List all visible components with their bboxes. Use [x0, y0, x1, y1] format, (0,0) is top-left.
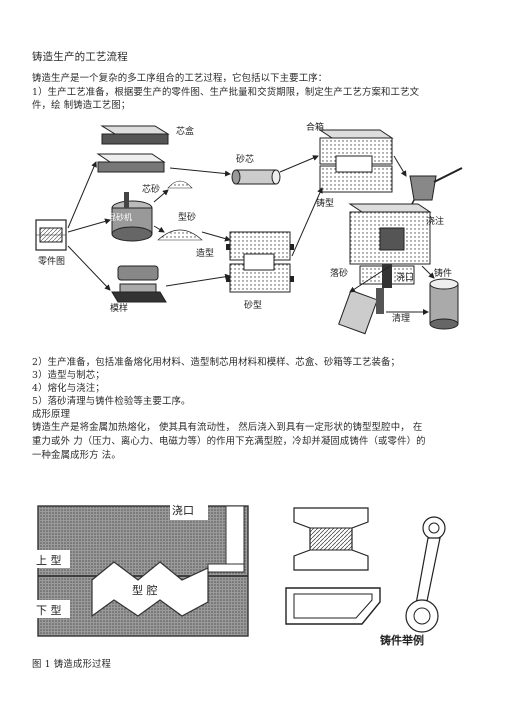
label-molding-sand: 型砂 — [178, 211, 196, 223]
label-gate-cup: 浇口 — [172, 504, 194, 517]
step-3: 3）造型与制芯； — [32, 370, 105, 381]
core-box-figure — [96, 125, 170, 173]
assembled-mold-figure — [318, 129, 394, 193]
cleaning-figure — [338, 288, 384, 335]
label-shakeout: 落砂 — [330, 267, 348, 279]
label-core: 砂芯 — [236, 153, 254, 165]
label-core-sand: 芯砂 — [142, 183, 160, 195]
flow-arrows — [67, 155, 435, 315]
sand-mixer-figure — [111, 192, 153, 242]
label-pouring: 浇注 — [426, 215, 444, 227]
core-sand-pile — [167, 180, 193, 189]
label-pattern: 模样 — [110, 302, 128, 314]
label-cleaning: 清理 — [392, 312, 410, 324]
label-box-close: 合箱 — [306, 121, 324, 133]
pattern-figure — [111, 265, 167, 303]
connecting-rod-casting — [405, 516, 446, 633]
principle-heading: 成形原理 — [32, 409, 71, 420]
label-casting-mold: 铸型 — [316, 197, 334, 209]
step-1-line-1: 1）生产工艺准备，根据要生产的零件图、生产批量和交货期限，制定生产工艺方案和工艺… — [32, 87, 420, 98]
sand-mold-figure — [226, 231, 294, 293]
label-casting-examples: 铸件举例 — [380, 633, 424, 647]
step-4: 4）熔化与浇注； — [32, 383, 105, 394]
sand-core-figure — [231, 169, 281, 185]
label-molding: 造型 — [196, 247, 214, 259]
mold-cavity — [91, 561, 209, 618]
step-5: 5）落砂清理与铸件检验等主要工序。 — [32, 396, 191, 407]
label-lower-mold: 下 型 — [36, 603, 62, 617]
figure-caption: 图 1 铸造成形过程 — [32, 659, 112, 670]
principle-line-1: 铸造生产是将金属加热熔化， 使其具有流动性， 然后浇入到具有一定形状的铸型型腔中… — [32, 422, 423, 433]
molding-sand-pile — [157, 229, 203, 241]
label-cavity: 型 腔 — [132, 583, 158, 597]
principle-line-2: 重力或外 力（压力、离心力、电磁力等）的作用下充满型腔，冷却并凝固成铸件（或零件… — [32, 436, 426, 447]
step-2: 2）生产准备，包括准备熔化用材料、造型制芯用材料和模样、芯盒、砂箱等工艺装备； — [32, 357, 401, 368]
page-title: 铸造生产的工艺流程 — [32, 51, 128, 63]
casting-examples-figure: 铸件举例 — [285, 507, 446, 647]
mold-cross-section-figure: 浇口 上 型 型 腔 下 型 — [34, 500, 249, 637]
step-1-line-2: 件，绘 制铸造工艺图； — [32, 100, 131, 111]
shakeout-figure — [359, 264, 415, 288]
label-mold: 砂型 — [244, 299, 262, 311]
casting-figure — [429, 278, 459, 330]
casting-process-flow-diagram: 零件图 芯盒 芯砂 混砂机 型砂 模样 砂芯 — [35, 121, 463, 335]
intro-text: 铸造生产是一个复杂的多工序组合的工艺过程，它包括以下主要工序： — [32, 73, 328, 84]
label-sand-mixer: 混砂机 — [108, 212, 132, 222]
label-core-box: 芯盒 — [176, 125, 194, 137]
label-part-drawing: 零件图 — [38, 255, 65, 267]
part-drawing-figure — [35, 219, 67, 251]
poured-mold-figure — [348, 203, 432, 265]
label-casting: 铸件 — [434, 267, 452, 279]
label-gate: 浇口 — [396, 271, 414, 283]
label-upper-mold: 上 型 — [36, 553, 62, 567]
principle-line-3: 一种金属成形方 法。 — [32, 450, 121, 461]
